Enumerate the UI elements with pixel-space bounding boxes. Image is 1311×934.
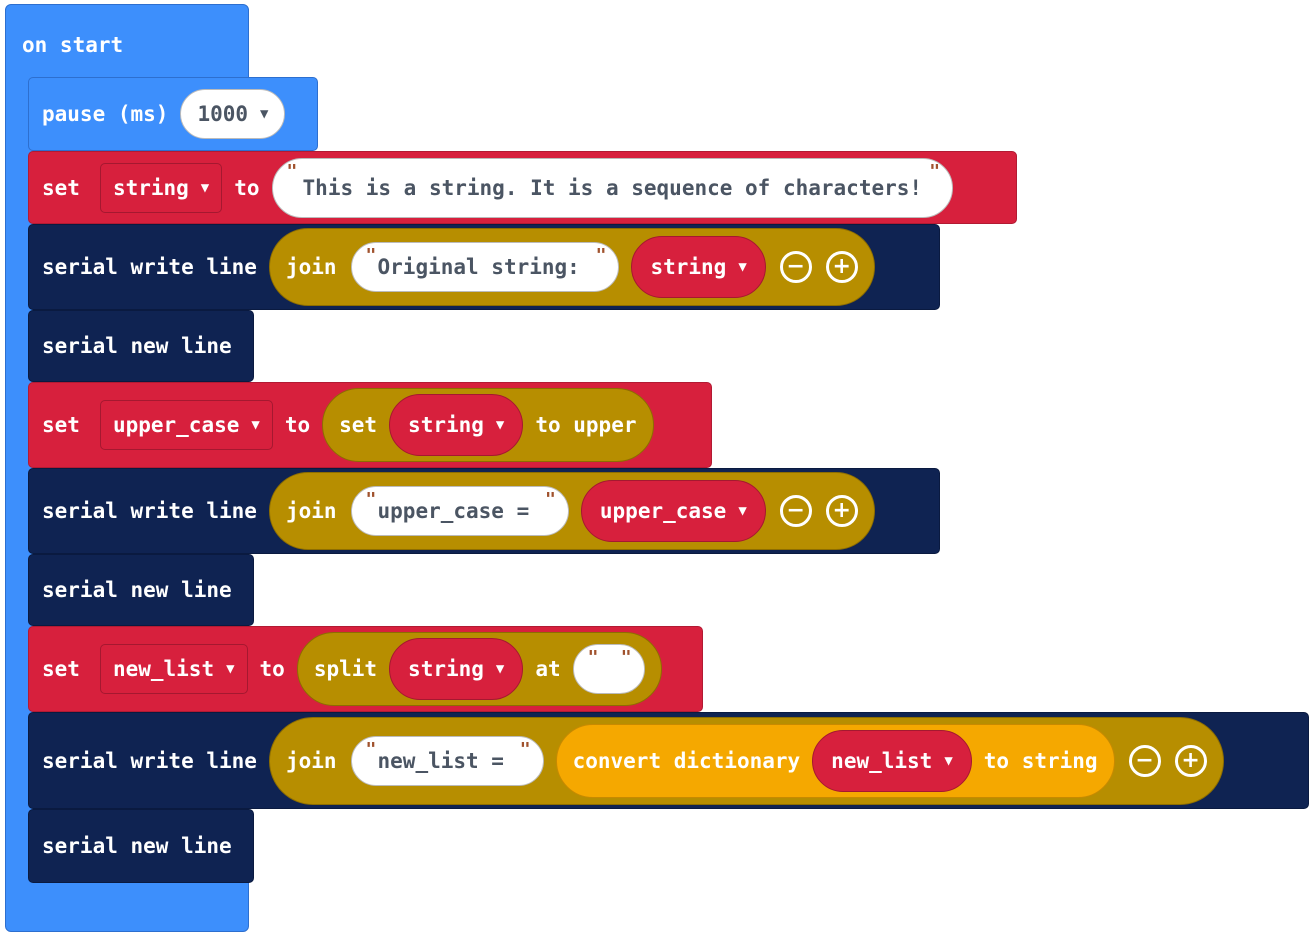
convert-dictionary-block[interactable]: convert dictionary new_list ▼ to string xyxy=(555,723,1115,798)
serial-write-line-label: serial write line xyxy=(42,255,257,279)
join-text-literal: upper_case = xyxy=(377,499,542,523)
serial-write-line-block-2[interactable]: serial write line join " upper_case = " … xyxy=(28,468,940,554)
pause-duration-dropdown[interactable]: 1000 ▼ xyxy=(180,89,286,139)
variable-name: string xyxy=(112,175,189,200)
convert-dictionary-keyword: convert dictionary xyxy=(572,748,801,773)
to-upper-keyword: to upper xyxy=(535,413,637,437)
join-text-literal: new_list = xyxy=(377,748,517,773)
upper-case-variable-reporter[interactable]: upper_case ▼ xyxy=(580,480,766,542)
string-variable-dropdown[interactable]: string ▼ xyxy=(99,162,223,213)
serial-write-line-label: serial write line xyxy=(42,748,257,773)
join-keyword: join xyxy=(285,499,337,523)
open-quote-icon: " xyxy=(286,160,298,182)
caret-down-icon: ▼ xyxy=(495,661,505,677)
string-variable-reporter[interactable]: string ▼ xyxy=(631,236,766,298)
upper-case-variable-dropdown[interactable]: upper_case ▼ xyxy=(99,400,273,450)
serial-write-line-block-1[interactable]: serial write line join " Original string… xyxy=(28,224,940,310)
set-new-list-block[interactable]: set new_list ▼ to split string ▼ at " " xyxy=(28,626,703,712)
variable-name: new_list xyxy=(112,657,215,681)
variable-name: upper_case xyxy=(599,499,727,523)
to-keyword: to xyxy=(284,413,311,437)
string-literal: This is a string. It is a sequence of ch… xyxy=(302,175,923,200)
minus-circle-icon[interactable]: − xyxy=(1128,744,1161,777)
at-keyword: at xyxy=(535,657,561,681)
serial-new-line-label: serial new line xyxy=(42,834,232,858)
open-quote-icon: " xyxy=(365,489,377,510)
join-text-literal: Original string: xyxy=(377,255,593,279)
join-block-1[interactable]: join " Original string: " string ▼ − + xyxy=(268,228,875,306)
variable-name: upper_case xyxy=(112,413,240,437)
caret-down-icon: ▼ xyxy=(495,417,505,433)
to-keyword: to xyxy=(259,657,285,681)
string-value-input[interactable]: " This is a string. It is a sequence of … xyxy=(271,157,954,218)
join-text-input-3[interactable]: " new_list = " xyxy=(350,735,544,786)
caret-down-icon: ▼ xyxy=(260,106,269,122)
join-block-2[interactable]: join " upper_case = " upper_case ▼ − + xyxy=(268,472,875,550)
inner-set-keyword: set xyxy=(339,413,378,437)
variable-name: string xyxy=(408,413,484,437)
serial-write-line-block-3[interactable]: serial write line join " new_list = " co… xyxy=(28,712,1309,809)
plus-circle-icon[interactable]: + xyxy=(825,251,858,283)
serial-new-line-block-1[interactable]: serial new line xyxy=(28,310,254,382)
close-quote-icon: " xyxy=(545,489,556,510)
pause-label: pause (ms) xyxy=(42,102,169,126)
open-quote-icon: " xyxy=(365,738,377,760)
close-quote-icon: " xyxy=(929,160,941,182)
new-list-variable-dropdown[interactable]: new_list ▼ xyxy=(99,644,248,694)
close-quote-icon: " xyxy=(595,245,607,266)
split-keyword: split xyxy=(313,657,378,681)
serial-new-line-label: serial new line xyxy=(42,334,232,358)
serial-new-line-block-3[interactable]: serial new line xyxy=(28,809,254,883)
caret-down-icon: ▼ xyxy=(738,503,747,519)
to-upper-block[interactable]: set string ▼ to upper xyxy=(322,388,654,462)
set-keyword: set xyxy=(42,657,80,681)
split-block[interactable]: split string ▼ at " " xyxy=(296,632,662,706)
caret-down-icon: ▼ xyxy=(944,752,953,769)
set-string-block[interactable]: set string ▼ to " This is a string. It i… xyxy=(28,151,1017,224)
set-upper-case-block[interactable]: set upper_case ▼ to set string ▼ to uppe… xyxy=(28,382,712,468)
variable-name: string xyxy=(650,255,727,279)
join-keyword: join xyxy=(285,748,337,773)
caret-down-icon: ▼ xyxy=(200,179,210,196)
close-quote-icon: " xyxy=(620,647,632,668)
variable-name: new_list xyxy=(831,748,933,773)
on-start-label: on start xyxy=(22,33,124,57)
plus-circle-icon[interactable]: + xyxy=(1174,744,1207,777)
set-keyword: set xyxy=(42,175,80,200)
serial-new-line-label: serial new line xyxy=(42,578,232,602)
join-text-input-1[interactable]: " Original string: " xyxy=(350,242,620,292)
string-variable-reporter[interactable]: string ▼ xyxy=(389,394,524,456)
plus-circle-icon[interactable]: + xyxy=(825,495,858,527)
caret-down-icon: ▼ xyxy=(738,259,747,275)
open-quote-icon: " xyxy=(587,647,599,668)
string-variable-reporter[interactable]: string ▼ xyxy=(389,638,524,700)
join-text-input-2[interactable]: " upper_case = " xyxy=(350,486,569,536)
caret-down-icon: ▼ xyxy=(251,417,260,433)
pause-block[interactable]: pause (ms) 1000 ▼ xyxy=(28,77,318,151)
join-block-3[interactable]: join " new_list = " convert dictionary n… xyxy=(268,716,1224,805)
variable-name: string xyxy=(408,657,484,681)
close-quote-icon: " xyxy=(519,738,531,760)
minus-circle-icon[interactable]: − xyxy=(779,251,812,283)
serial-new-line-block-2[interactable]: serial new line xyxy=(28,554,254,626)
join-keyword: join xyxy=(285,255,337,279)
caret-down-icon: ▼ xyxy=(226,661,235,677)
to-keyword: to xyxy=(234,175,260,200)
set-keyword: set xyxy=(42,413,80,437)
new-list-variable-reporter[interactable]: new_list ▼ xyxy=(812,729,972,792)
minus-circle-icon[interactable]: − xyxy=(779,495,812,527)
separator-literal xyxy=(598,657,611,681)
serial-write-line-label: serial write line xyxy=(42,499,257,523)
to-string-keyword: to string xyxy=(983,748,1098,773)
open-quote-icon: " xyxy=(365,245,377,266)
pause-duration-value: 1000 xyxy=(197,102,249,126)
separator-input[interactable]: " " xyxy=(572,644,645,694)
